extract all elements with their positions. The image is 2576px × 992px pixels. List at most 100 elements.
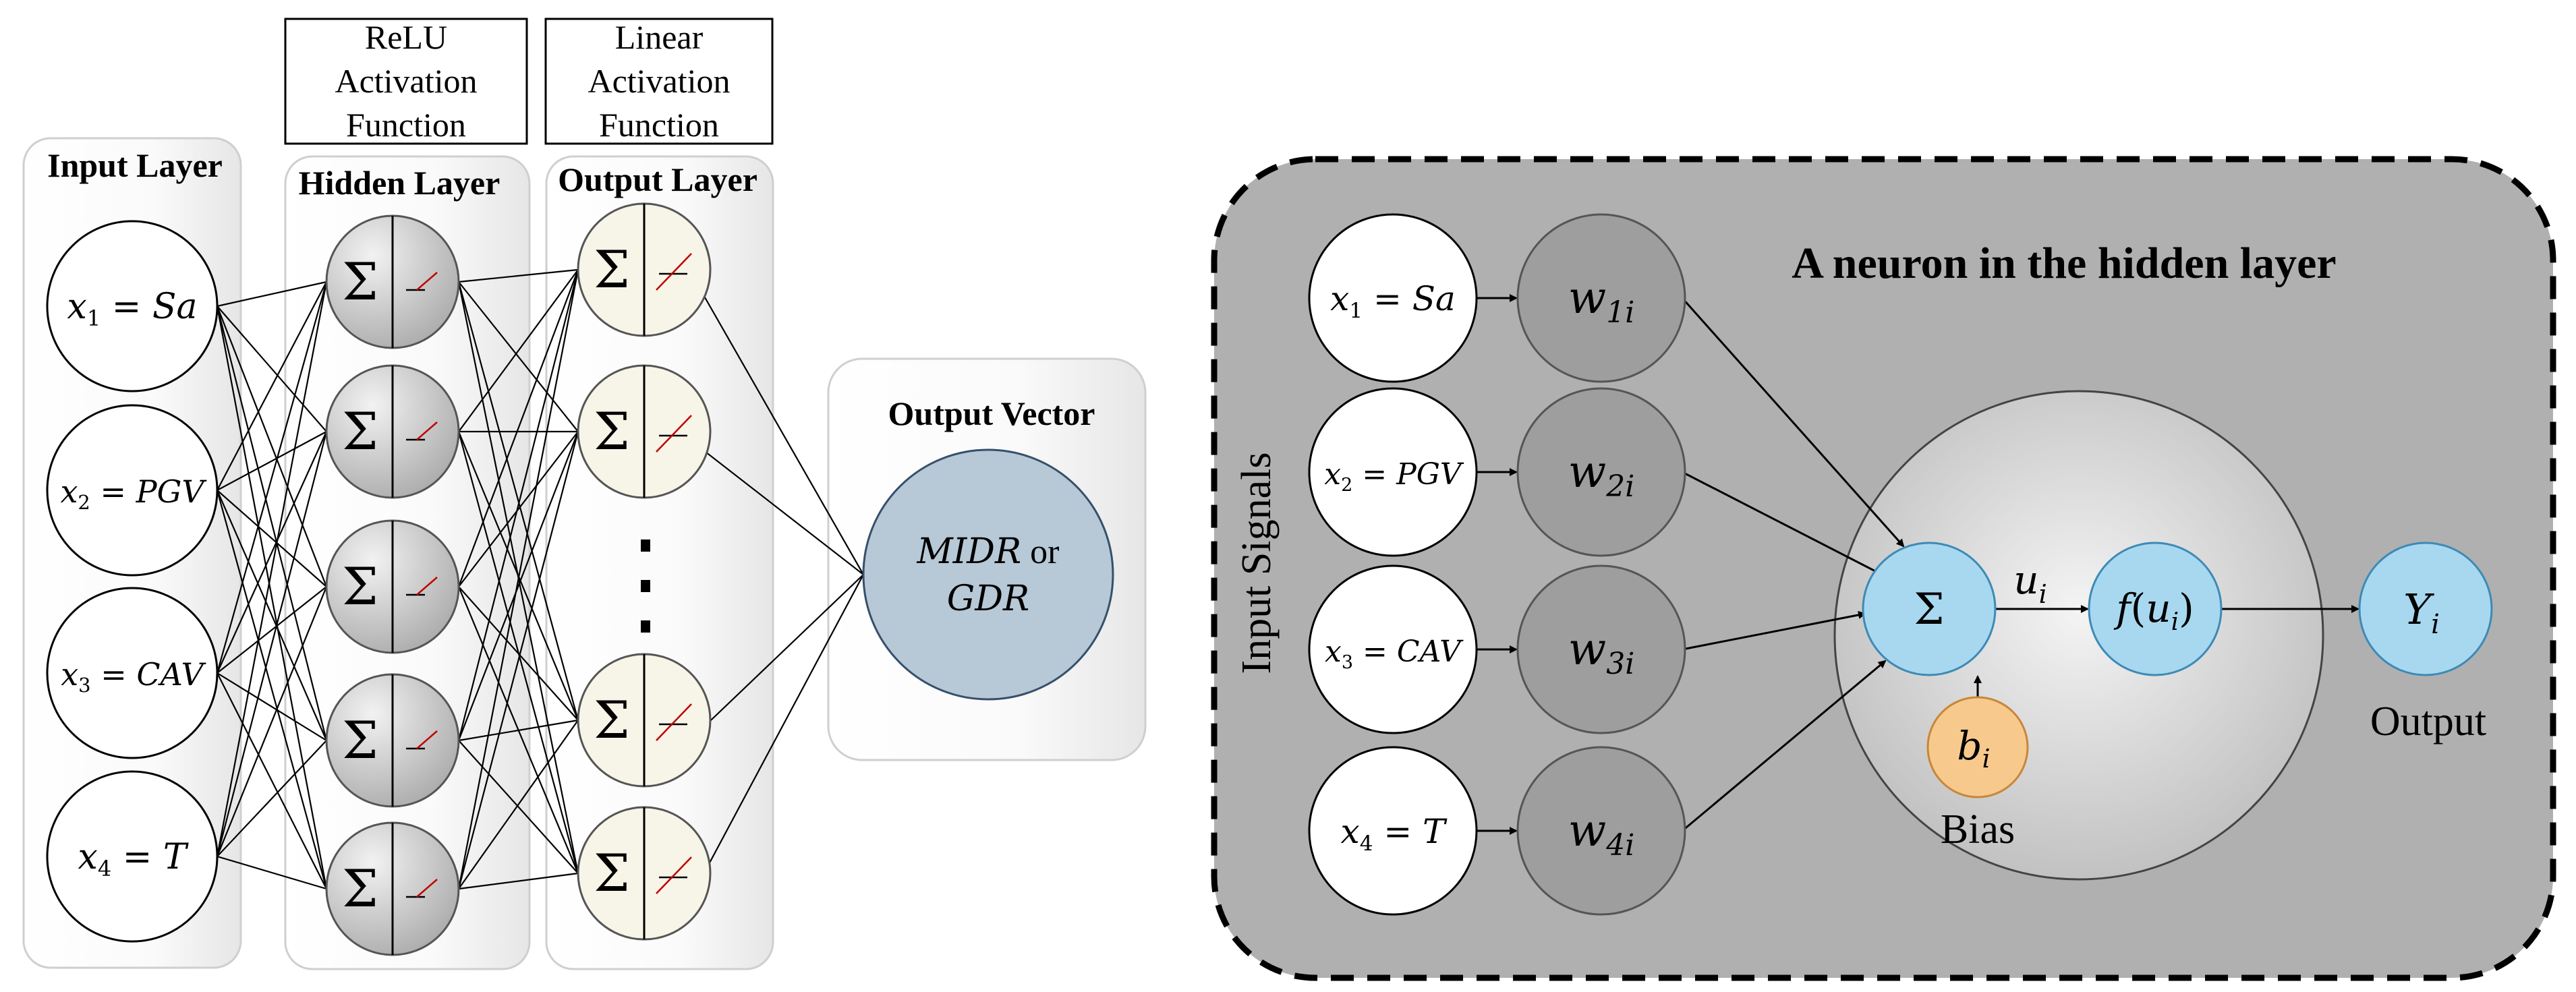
summation-symbol: Σ xyxy=(342,858,378,918)
weight-sum-arrow xyxy=(1682,611,1866,651)
hidden-output-connection xyxy=(457,269,579,587)
hidden-output-connection xyxy=(457,431,579,741)
linear-icon xyxy=(656,856,692,894)
signal-inputs: x1 = Sa x2 = PGV x3 = CAV x4 = T xyxy=(1308,213,1478,916)
output-vector-connection xyxy=(696,444,864,575)
summation-symbol: Σ xyxy=(342,252,378,312)
linear-activation-line-2: Activation xyxy=(588,62,730,100)
signal-input-label: x3 = CAV xyxy=(1325,635,1464,673)
summation-symbol: Σ xyxy=(594,239,630,299)
summation-node xyxy=(1862,542,1997,676)
input-hidden-connection xyxy=(217,281,327,491)
weight-node xyxy=(1516,564,1686,734)
hidden-output-connection xyxy=(457,431,579,889)
hidden-output-connection xyxy=(458,740,579,874)
input-hidden-connection xyxy=(216,281,328,674)
relu-activation-box xyxy=(284,18,528,145)
input-neuron-label: x3 = CAV xyxy=(61,656,206,697)
input-hidden-connection xyxy=(216,586,328,857)
hidden-output-connection xyxy=(458,872,579,890)
input-hidden-connection xyxy=(216,305,328,587)
neuron-detail-panel: A neuron in the hidden layer Input Signa… xyxy=(1211,156,2556,981)
summation-symbol: Σ xyxy=(594,401,630,461)
weight-label: w3i xyxy=(1568,623,1635,681)
linear-icon xyxy=(656,703,692,741)
input-hidden-connection xyxy=(216,490,328,889)
weight-label: w2i xyxy=(1568,446,1635,504)
hidden-output-connection xyxy=(457,269,579,741)
ellipsis-dot-1 xyxy=(641,539,650,552)
weight-sum-arrow xyxy=(1681,297,1905,548)
linear-activation-line-1: Linear xyxy=(615,18,704,56)
input-neuron xyxy=(46,404,219,577)
relu-icon xyxy=(416,577,438,595)
input-hidden-connection xyxy=(216,431,328,674)
output-vector-line-1: MIDR or xyxy=(917,531,1060,572)
hidden-output-connection xyxy=(458,431,579,587)
hidden-output-connection xyxy=(458,720,579,889)
hidden-output-connection xyxy=(458,586,579,721)
output-symbol: Yi xyxy=(2403,585,2440,640)
connection-lines xyxy=(216,268,864,890)
activation-node xyxy=(2088,542,2223,676)
signal-arrows xyxy=(1477,294,2359,835)
input-neuron-label: x1 = Sa xyxy=(67,287,198,331)
input-hidden-connection xyxy=(217,740,327,857)
weight-label: w1i xyxy=(1568,272,1635,330)
hidden-output-connection xyxy=(458,719,579,742)
output-vector-connection xyxy=(696,574,864,887)
relu-icon xyxy=(416,879,438,898)
signal-input-neuron xyxy=(1308,387,1478,557)
input-layer-title: Input Layer xyxy=(47,146,223,184)
input-neuron-label: x2 = PGV xyxy=(60,473,207,514)
linear-activation-box xyxy=(544,18,774,145)
input-hidden-connection xyxy=(216,305,328,889)
signal-weights: w1i w2i w3i w4i xyxy=(1516,213,1686,916)
signal-input-neuron xyxy=(1308,746,1478,916)
weight-sum-arrow xyxy=(1682,660,1887,832)
summation-symbol: Σ xyxy=(1914,585,1944,635)
hidden-output-connection xyxy=(457,269,579,889)
input-hidden-connection xyxy=(217,586,327,674)
summation-symbol: Σ xyxy=(342,556,378,616)
signal-input-label: x4 = T xyxy=(1341,812,1448,856)
input-hidden-connection xyxy=(216,305,328,741)
left-network: ReLU Activation Function Linear Activati… xyxy=(22,18,1147,970)
output-vector-title: Output Vector xyxy=(888,395,1095,432)
activation-function-label: f(ui) xyxy=(2113,585,2194,636)
ellipsis-dot-3 xyxy=(641,620,650,633)
relu-activation-line-1: ReLU xyxy=(365,18,447,56)
weight-label: w4i xyxy=(1568,805,1635,863)
output-vector-connection xyxy=(696,283,864,575)
relu-icon xyxy=(416,730,438,749)
summation-symbol: Σ xyxy=(594,843,630,903)
hidden-layer-title: Hidden Layer xyxy=(299,164,500,202)
weight-node xyxy=(1516,213,1686,383)
output-node xyxy=(2358,542,2493,676)
relu-activation-line-3: Function xyxy=(346,106,466,144)
weight-node xyxy=(1516,746,1686,916)
relu-activation-line-2: Activation xyxy=(335,62,477,100)
signal-input-label: x1 = Sa xyxy=(1330,279,1456,323)
linear-icon xyxy=(656,415,692,453)
input-hidden-connection xyxy=(217,855,327,890)
weight-sum-arrow xyxy=(1682,471,1883,576)
input-neuron-label: x4 = T xyxy=(78,837,188,881)
signal-input-neuron xyxy=(1308,564,1478,734)
input-hidden-connection xyxy=(217,490,327,587)
neuron-panel-title: A neuron in the hidden layer xyxy=(1792,239,2336,288)
net-input-label: ui xyxy=(2013,557,2047,609)
input-hidden-connection xyxy=(217,281,327,308)
bias-symbol: bi xyxy=(1957,723,1990,774)
hidden-output-connection xyxy=(458,269,579,432)
output-label: Output xyxy=(2370,699,2486,745)
hidden-output-connection xyxy=(458,268,579,283)
input-hidden-connection xyxy=(216,281,328,857)
relu-icon xyxy=(416,421,438,440)
hidden-output-connection xyxy=(458,281,579,432)
signal-input-label: x2 = PGV xyxy=(1324,457,1464,496)
input-hidden-connection xyxy=(217,431,327,491)
bias-label: Bias xyxy=(1941,807,2015,852)
